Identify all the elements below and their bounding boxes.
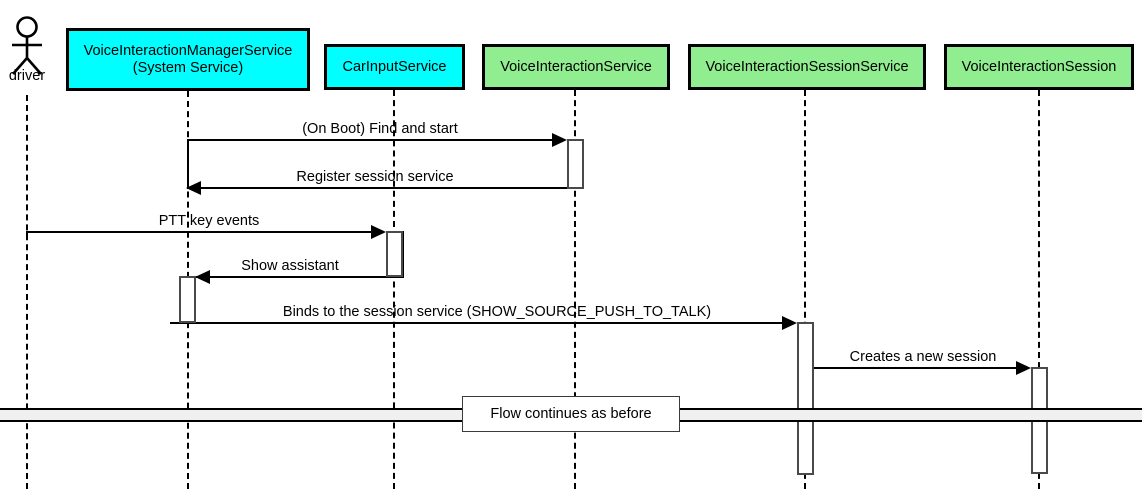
arrow-head-creates-a-new-session [1016, 361, 1031, 375]
message-origin-ptt-key-events [26, 231, 28, 235]
participant-box-voiceinteractionservice[interactable]: VoiceInteractionService [482, 44, 670, 90]
arrow-head-ptt-key-events [371, 225, 386, 239]
message-label-ptt-key-events: PTT key events [158, 213, 260, 229]
message-label-creates-a-new-session: Creates a new session [849, 349, 997, 365]
message-label-register-session-service: Register session service [296, 169, 454, 185]
lifeline-voiceinteractionsessionservice [804, 90, 806, 489]
lifeline-carinputservice [393, 90, 395, 489]
arrow-head-show-assistant [195, 270, 210, 284]
participant-box-carinputservice[interactable]: CarInputService [324, 44, 465, 90]
message-line-binds-to-the-session-service[interactable] [170, 322, 793, 324]
activation-bar-carinputservice [386, 231, 403, 277]
message-label-binds-to-the-session-service: Binds to the session service (SHOW_SOURC… [282, 304, 712, 320]
activation-bar-voiceinteractionmanagerservice [179, 276, 196, 323]
lifeline-voiceinteractionservice [574, 90, 576, 489]
activation-bar-voiceinteractionservice [567, 139, 584, 189]
message-line-creates-a-new-session[interactable] [813, 367, 1027, 369]
participant-box-voiceinteractionsessionservice[interactable]: VoiceInteractionSessionService [688, 44, 926, 90]
message-line-on-boot-find-and-start[interactable] [187, 139, 563, 141]
message-origin-show-assistant [402, 231, 404, 277]
message-line-register-session-service[interactable] [187, 187, 568, 189]
participant-box-voiceinteractionmanagerservice[interactable]: VoiceInteractionManagerService (System S… [66, 28, 310, 91]
driver-actor-icon [4, 16, 50, 76]
lifeline-driver [26, 95, 28, 489]
participant-box-voiceinteractionsession[interactable]: VoiceInteractionSession [944, 44, 1134, 90]
message-label-on-boot-find-and-start: (On Boot) Find and start [302, 121, 458, 137]
arrow-head-on-boot-find-and-start [552, 133, 567, 147]
message-line-show-assistant[interactable] [196, 276, 404, 278]
arrow-head-register-session-service [186, 181, 201, 195]
divider-label-box: Flow continues as before [462, 396, 680, 432]
message-line-ptt-key-events[interactable] [26, 231, 382, 233]
message-label-show-assistant: Show assistant [241, 258, 339, 274]
arrow-head-binds-to-the-session-service [782, 316, 797, 330]
activation-bar-voiceinteractionsessionservice [797, 322, 814, 475]
lifeline-voiceinteractionsession [1038, 90, 1040, 489]
driver-actor-label: driver [8, 68, 46, 84]
message-origin-on-boot-find-and-start [187, 139, 189, 188]
